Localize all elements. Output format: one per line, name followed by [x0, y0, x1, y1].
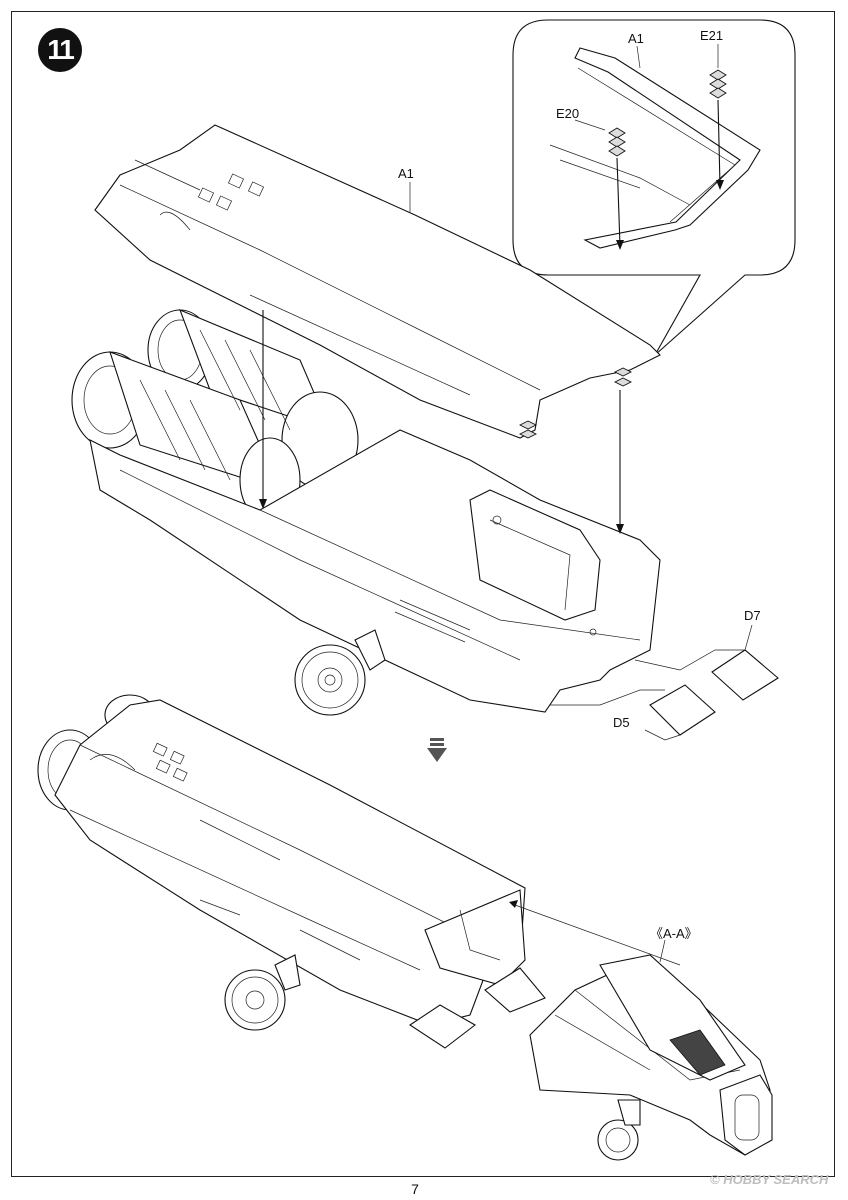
nose-landing-gear [597, 1099, 641, 1161]
part-e20 [608, 127, 626, 157]
page-border [11, 11, 835, 1177]
arrow-down-icon [427, 738, 447, 762]
engine-nozzles [71, 309, 359, 523]
lower-main-gear [224, 954, 301, 1031]
part-d5 [649, 684, 716, 736]
detail-rail-inner [577, 67, 736, 223]
part-a1-upper-panel [94, 124, 661, 439]
callout-outline [512, 19, 796, 356]
part-d7 [711, 649, 779, 701]
e21-arrow [717, 99, 721, 187]
lower-vent-details [152, 742, 188, 782]
detail-rail-a1 [574, 47, 761, 249]
detail-callout [512, 19, 796, 356]
step-number: 11 [47, 34, 75, 65]
installed-d7 [484, 967, 546, 1013]
upper-assembly [71, 124, 779, 741]
step-number-badge: 11 [38, 28, 82, 72]
a1-vent-details [197, 173, 265, 211]
part-e21 [709, 69, 727, 99]
lower-assembly [37, 694, 773, 1161]
label-d7: D7 [744, 608, 761, 623]
watermark: © HOBBY SEARCH [710, 1172, 829, 1187]
label-d5: D5 [613, 715, 630, 730]
label-a1-main: A1 [398, 166, 414, 181]
main-landing-gear [294, 629, 386, 716]
label-e20: E20 [556, 106, 579, 121]
cockpit-interior [669, 1029, 726, 1076]
e20-arrow [616, 157, 621, 247]
label-e21: E21 [700, 28, 723, 43]
installed-d5 [409, 1004, 476, 1049]
label-a1-detail: A1 [628, 31, 644, 46]
label-section-aa: 《A-A》 [650, 926, 698, 941]
cockpit-bay [469, 489, 601, 621]
lower-fuselage [89, 429, 661, 713]
nose-intake [719, 1074, 773, 1156]
page-number: 7 [411, 1181, 419, 1197]
nose-join-arrow [514, 904, 681, 966]
